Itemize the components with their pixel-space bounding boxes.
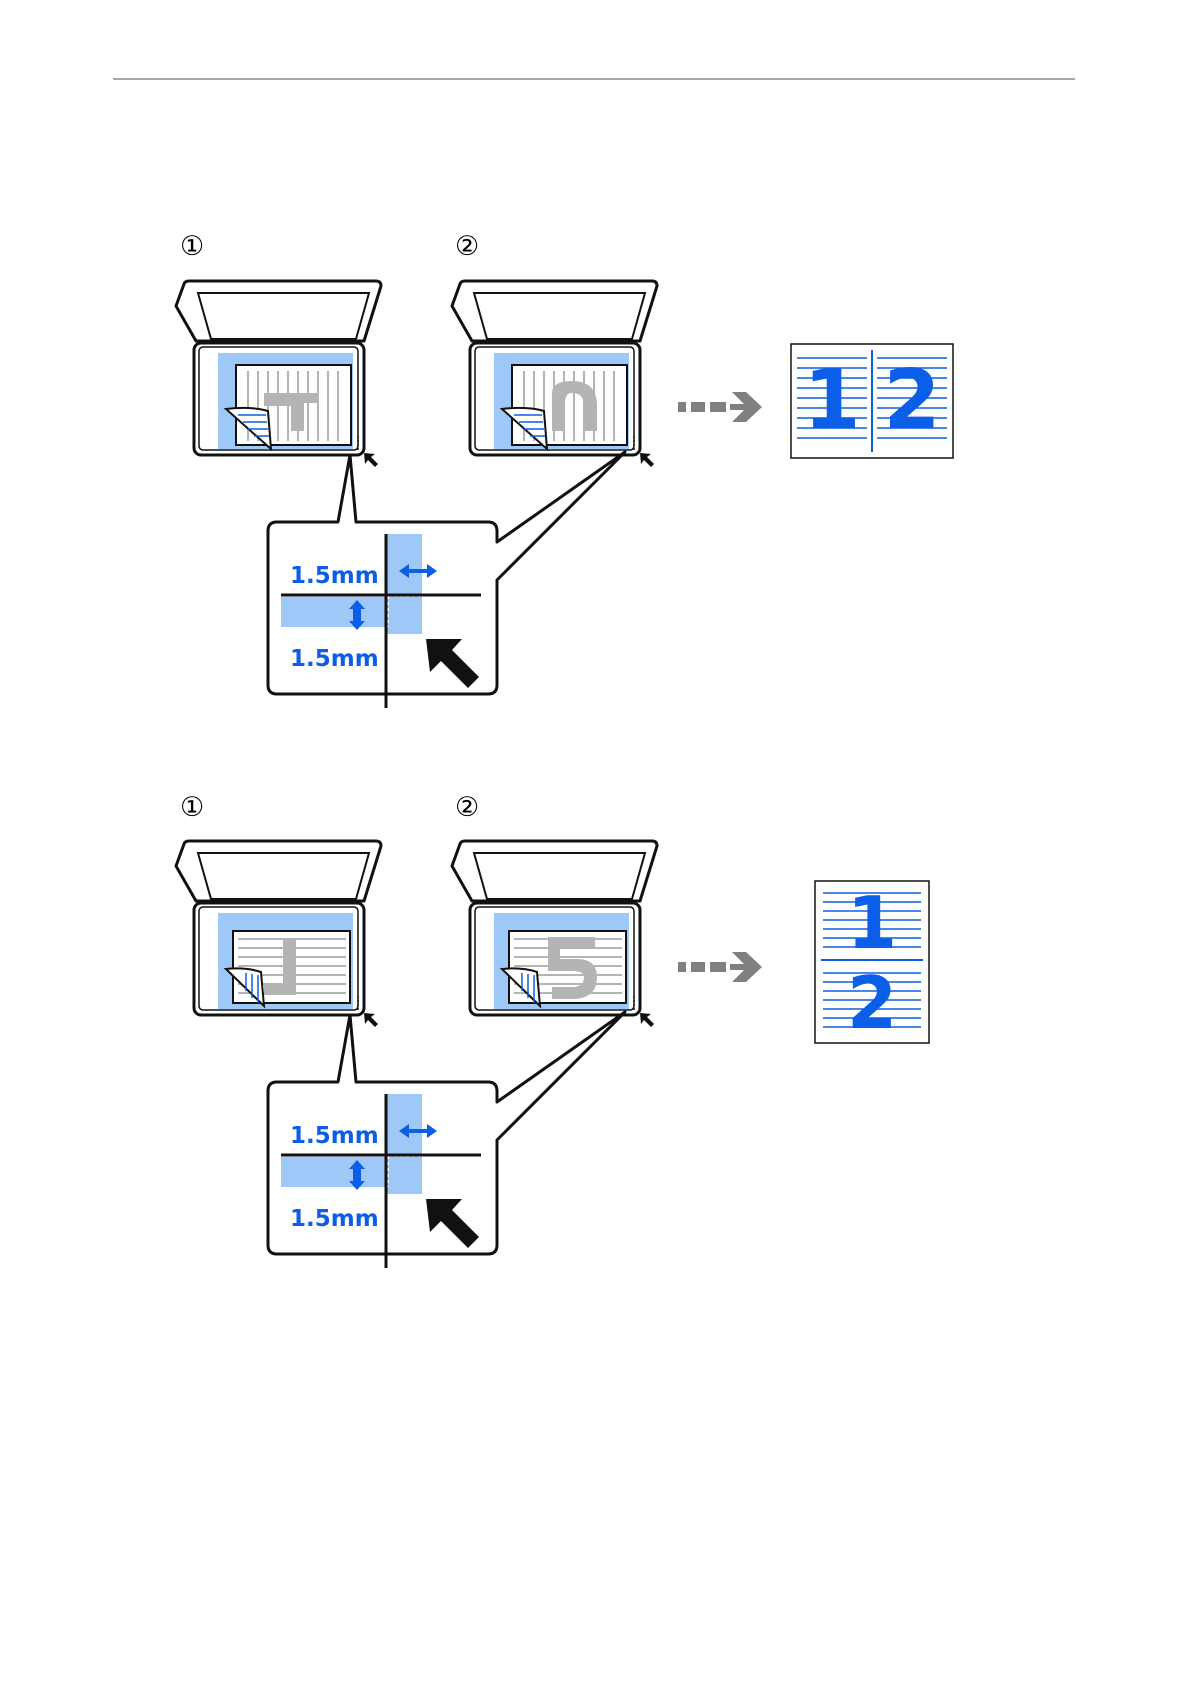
step-1-label-bottom: ① — [180, 792, 204, 823]
corner-arrow-1-top — [364, 453, 378, 467]
flow-arrow-top — [678, 392, 762, 422]
corner-arrow-2-bottom — [640, 1013, 654, 1027]
vertical-margin-label-bottom: 1.5mm — [290, 1206, 379, 1232]
result-page-2-number-bottom: 2 — [847, 961, 897, 1045]
step-2-label-top: ② — [455, 231, 479, 262]
result-page-1-number-top: 1 — [803, 353, 860, 448]
result-page-landscape: 1 2 — [791, 344, 953, 458]
scanner-2-bottom — [452, 841, 657, 1015]
margin-callout-top: 1.5mm 1.5mm — [268, 452, 625, 708]
result-page-2-number-top: 2 — [883, 353, 940, 448]
scanner-1-bottom — [176, 841, 381, 1015]
scanner-2-top — [452, 281, 657, 455]
vertical-margin-label-top: 1.5mm — [290, 646, 379, 672]
horizontal-margin-label-top: 1.5mm — [290, 563, 379, 589]
corner-arrow-2-top — [640, 453, 654, 467]
scanner-1-top — [176, 281, 381, 455]
horizontal-margin-label-bottom: 1.5mm — [290, 1123, 379, 1149]
margin-callout-bottom: 1.5mm 1.5mm — [268, 1012, 625, 1268]
step-1-label-top: ① — [180, 231, 204, 262]
flow-arrow-bottom — [678, 952, 762, 982]
result-page-1-number-bottom: 1 — [847, 881, 897, 965]
step-2-label-bottom: ② — [455, 792, 479, 823]
corner-arrow-1-bottom — [364, 1013, 378, 1027]
result-page-portrait: 1 2 — [815, 881, 929, 1045]
